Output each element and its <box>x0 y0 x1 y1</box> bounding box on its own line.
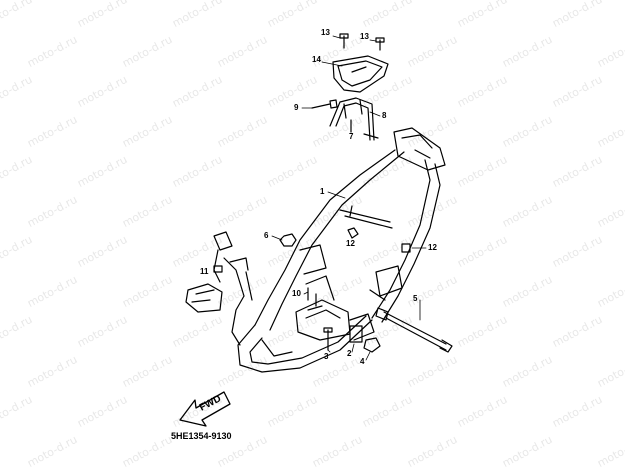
callout-12-right: 12 <box>428 243 437 252</box>
callout-9: 9 <box>294 103 299 112</box>
diagram-code: 5HE1354-9130 <box>171 431 232 441</box>
part-9-bolt <box>311 99 338 109</box>
callout-7: 7 <box>349 132 354 141</box>
callout-13-right: 13 <box>360 32 369 41</box>
part-2-collar <box>349 325 363 343</box>
left-bracket <box>185 231 233 313</box>
part-8-bracket <box>329 97 379 141</box>
callout-3: 3 <box>324 352 329 361</box>
part-3-bolt <box>323 327 333 351</box>
callout-12-center: 12 <box>346 239 355 248</box>
leader-lines <box>213 35 427 361</box>
callout-10: 10 <box>292 289 301 298</box>
callout-14: 14 <box>312 55 321 64</box>
part-12-grommets <box>347 227 411 253</box>
callout-6: 6 <box>264 231 269 240</box>
part-4-nut <box>363 337 381 353</box>
part-10-pins <box>307 287 323 311</box>
callout-4: 4 <box>360 357 365 366</box>
fwd-arrow <box>179 391 231 427</box>
part-14-tray <box>332 55 389 93</box>
callout-1: 1 <box>320 187 325 196</box>
main-frame <box>223 127 446 373</box>
callout-5: 5 <box>413 294 418 303</box>
part-6-nut <box>279 233 297 247</box>
callout-8: 8 <box>382 111 387 120</box>
callout-2: 2 <box>347 349 352 358</box>
callout-11: 11 <box>200 267 209 276</box>
part-5-bolt <box>375 307 453 353</box>
callout-13-left: 13 <box>321 28 330 37</box>
